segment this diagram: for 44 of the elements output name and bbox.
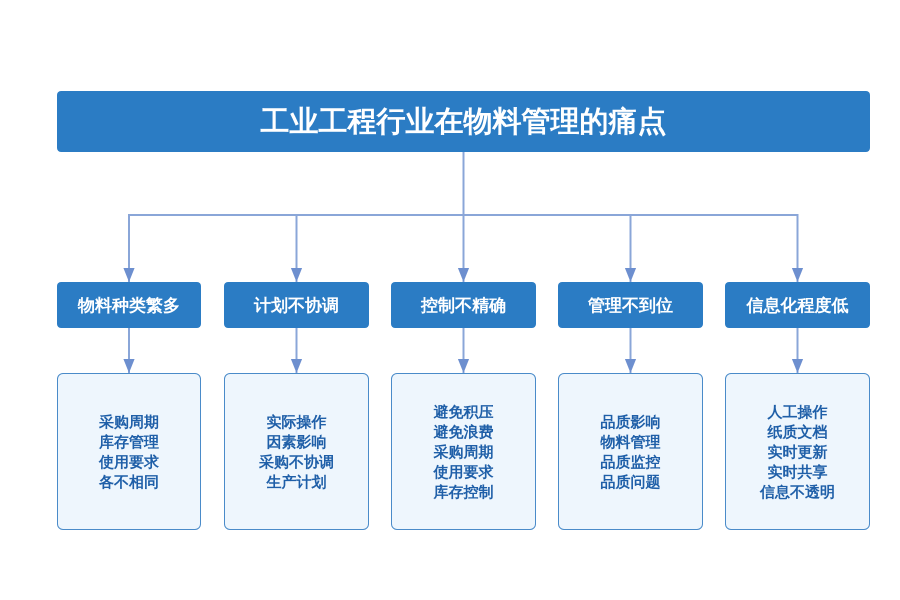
- category-box: [391, 282, 536, 328]
- detail-item: 避免浪费: [434, 422, 494, 442]
- category-box: [57, 282, 201, 328]
- detail-item: 物料管理: [600, 432, 660, 452]
- title-text: 工业工程行业在物料管理的痛点: [260, 102, 666, 140]
- detail-item: 实时更新: [768, 442, 828, 462]
- arrow: [458, 328, 470, 373]
- detail-item: 避免积压: [434, 402, 494, 422]
- detail-item: 信息不透明: [760, 482, 835, 502]
- detail-item: 库存控制: [434, 482, 494, 502]
- detail-item: 各不相同: [99, 472, 159, 492]
- detail-box: [391, 373, 536, 530]
- detail-item: 采购周期: [99, 412, 159, 432]
- category-label: 物料种类繁多: [78, 294, 180, 316]
- category-box: [224, 282, 369, 328]
- detail-item: 库存管理: [99, 432, 159, 452]
- detail-box: [558, 373, 703, 530]
- arrow: [624, 328, 636, 373]
- detail-box: [57, 373, 201, 530]
- category-label: 管理不到位: [588, 294, 673, 316]
- detail-item: 生产计划: [266, 472, 326, 492]
- category-label: 计划不协调: [254, 294, 339, 316]
- detail-box: [224, 373, 369, 530]
- detail-item: 实际操作: [266, 412, 326, 432]
- detail-item: 因素影响: [266, 432, 326, 452]
- detail-item: 品质监控: [600, 452, 660, 472]
- detail-item: 实时共享: [768, 462, 828, 482]
- category-box: [558, 282, 703, 328]
- category-label: 信息化程度低: [746, 294, 848, 316]
- title-banner: [57, 91, 870, 152]
- detail-item: 使用要求: [434, 462, 494, 482]
- arrow: [123, 328, 135, 373]
- arrow: [792, 328, 804, 373]
- detail-item: 使用要求: [99, 452, 159, 472]
- detail-item: 采购周期: [434, 442, 494, 462]
- detail-item: 人工操作: [768, 402, 828, 422]
- detail-box: [725, 373, 870, 530]
- category-label: 控制不精确: [421, 294, 506, 316]
- detail-item: 采购不协调: [259, 452, 334, 472]
- category-box: [725, 282, 870, 328]
- arrow: [290, 328, 302, 373]
- detail-item: 品质问题: [600, 472, 660, 492]
- detail-item: 纸质文档: [768, 422, 828, 442]
- detail-item: 品质影响: [600, 412, 660, 432]
